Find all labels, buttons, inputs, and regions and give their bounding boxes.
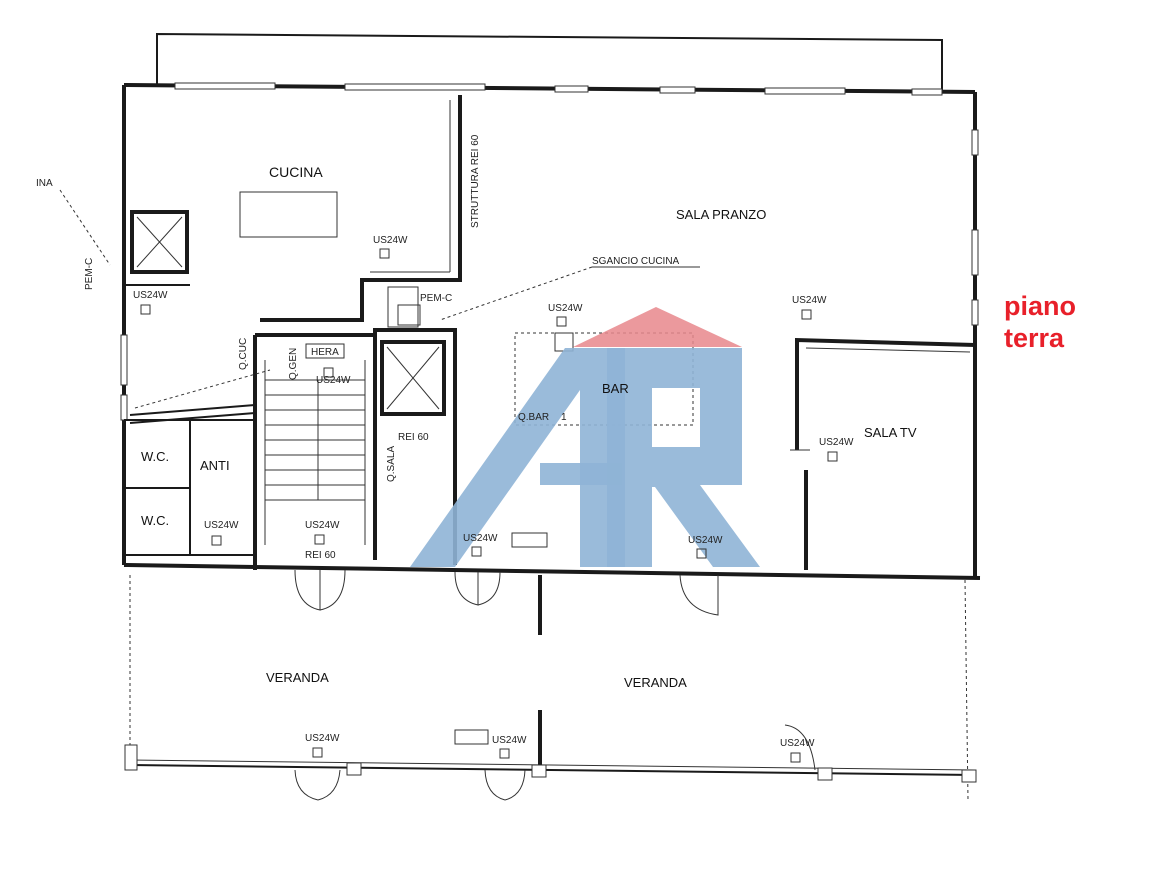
core-walls bbox=[129, 286, 457, 570]
us24w-light: US24W bbox=[688, 535, 723, 559]
us24w-light: US24W bbox=[305, 520, 340, 545]
annotation-pem-c-right: PEM-C bbox=[420, 293, 452, 304]
annotation-q-bar-num: 1 bbox=[561, 412, 567, 423]
annotation-rei60-a: REI 60 bbox=[398, 432, 429, 443]
door-swings bbox=[294, 449, 816, 801]
roof-outline bbox=[156, 32, 943, 90]
logo-letter-r bbox=[607, 348, 760, 567]
svg-text:US24W: US24W bbox=[373, 235, 408, 246]
room-label-wc-2: W.C. bbox=[141, 513, 169, 528]
room-label-veranda-left: VERANDA bbox=[266, 670, 329, 685]
us24w-light: US24W bbox=[204, 520, 239, 546]
us24w-light: US24W bbox=[548, 303, 583, 327]
panel-box bbox=[454, 729, 489, 745]
kitchen-walls bbox=[124, 95, 462, 322]
room-label-sala-tv: SALA TV bbox=[864, 425, 917, 440]
floor-label-line1: piano bbox=[1004, 291, 1076, 321]
room-label-veranda-right: VERANDA bbox=[624, 675, 687, 690]
annotation-q-bar: Q.BAR bbox=[518, 412, 549, 423]
annotation-q-gen: Q.GEN bbox=[288, 348, 299, 380]
svg-text:US24W: US24W bbox=[305, 520, 340, 531]
emergency-lights: US24W US24W US24W US24W US24W US24W US24… bbox=[133, 235, 854, 763]
us24w-light: US24W bbox=[492, 735, 527, 759]
annotation-q-sala: Q.SALA bbox=[386, 446, 397, 482]
annotation-struttura: STRUTTURA REI 60 bbox=[470, 134, 481, 228]
logo-roof bbox=[573, 307, 742, 347]
svg-text:US24W: US24W bbox=[316, 375, 351, 386]
us24w-light: US24W bbox=[316, 367, 351, 386]
svg-text:US24W: US24W bbox=[204, 520, 239, 531]
svg-text:US24W: US24W bbox=[305, 733, 340, 744]
room-label-sala-pranzo: SALA PRANZO bbox=[676, 207, 766, 222]
room-label-bar: BAR bbox=[602, 381, 629, 396]
svg-text:US24W: US24W bbox=[463, 533, 498, 544]
annotation-rei60-b: REI 60 bbox=[305, 550, 336, 561]
logo-letter-a bbox=[410, 348, 625, 567]
panel-box bbox=[511, 532, 548, 548]
annotation-ina: INA bbox=[36, 178, 53, 189]
annotation-hera: HERA bbox=[311, 347, 339, 358]
ar-logo bbox=[410, 307, 760, 567]
svg-text:US24W: US24W bbox=[548, 303, 583, 314]
panel-box bbox=[397, 304, 421, 326]
room-label-wc-1: W.C. bbox=[141, 449, 169, 464]
annotation-sgancio: SGANCIO CUCINA bbox=[592, 256, 680, 267]
us24w-light: US24W bbox=[133, 290, 168, 315]
us24w-light: US24W bbox=[463, 533, 498, 557]
annotation-q-cuc: Q.CUC bbox=[238, 338, 249, 370]
svg-text:US24W: US24W bbox=[819, 437, 854, 448]
room-label-cucina: CUCINA bbox=[269, 164, 323, 180]
wc-walls bbox=[124, 419, 255, 556]
stair-treads bbox=[264, 360, 366, 545]
svg-text:US24W: US24W bbox=[492, 735, 527, 746]
us24w-light: US24W bbox=[819, 437, 854, 462]
us24w-light: US24W bbox=[373, 235, 408, 259]
svg-text:US24W: US24W bbox=[780, 738, 815, 749]
exterior-walls bbox=[120, 82, 981, 580]
svg-text:US24W: US24W bbox=[688, 535, 723, 546]
svg-text:US24W: US24W bbox=[133, 290, 168, 301]
us24w-light: US24W bbox=[792, 295, 827, 320]
us24w-light: US24W bbox=[780, 738, 815, 763]
room-label-anti: ANTI bbox=[200, 458, 230, 473]
floor-label-line2: terra bbox=[1004, 323, 1065, 353]
annotation-pem-c-left: PEM-C bbox=[84, 258, 95, 290]
veranda-outline bbox=[124, 575, 977, 801]
svg-text:US24W: US24W bbox=[792, 295, 827, 306]
sala-tv-walls bbox=[795, 337, 976, 570]
us24w-light: US24W bbox=[305, 733, 340, 758]
